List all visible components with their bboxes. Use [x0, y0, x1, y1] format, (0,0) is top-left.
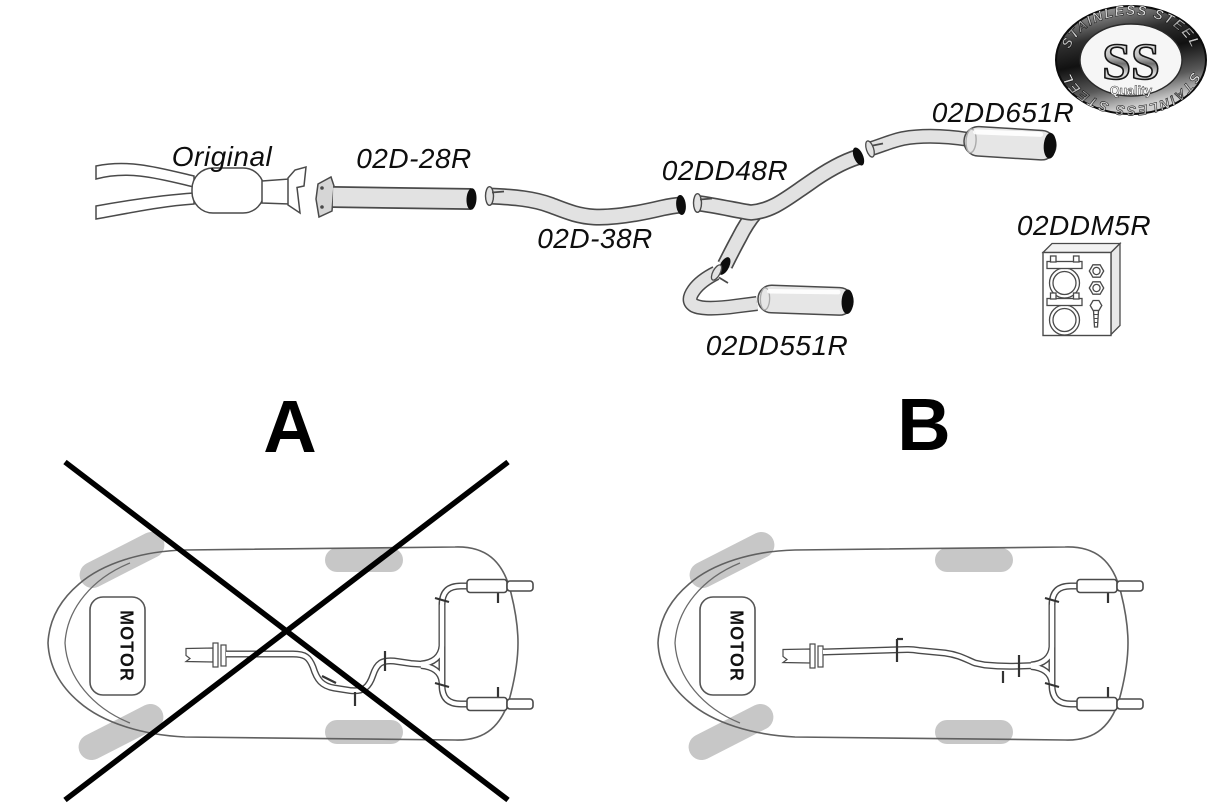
motor-label: MOTOR — [726, 610, 746, 682]
rear-silencer-lower-drawing — [682, 264, 854, 316]
label-mounting-kit: 02DDM5R — [1016, 210, 1152, 241]
front-bumper-line — [64, 562, 131, 724]
car-body-outline — [657, 546, 1129, 741]
original-part-drawing — [95, 162, 307, 220]
pipe-clamp-icon — [1046, 255, 1083, 299]
label-y-pipe: 02DD48R — [661, 155, 789, 186]
nut-icon — [1088, 264, 1105, 278]
stainless-steel-quality-badge: STAINLESS STEEL STAINLESS STEEL SS Quali… — [1055, 3, 1207, 117]
cross-out-x — [63, 459, 510, 803]
label-front-pipe: 02D-28R — [356, 143, 472, 174]
badge-monogram: SS — [1102, 34, 1160, 91]
center-pipe-drawing — [484, 185, 686, 226]
exhaust-routing-b — [781, 578, 1144, 712]
front-bumper-line — [674, 562, 741, 724]
rear-silencer-upper-drawing — [865, 125, 1057, 161]
wheels — [78, 532, 403, 760]
front-pipe-drawing — [315, 175, 477, 219]
exhaust-routing-a — [184, 578, 534, 712]
label-original: Original — [171, 141, 273, 172]
mounting-kit-drawing — [1041, 241, 1122, 337]
variant-a-letter: A — [263, 385, 317, 468]
motor-label: MOTOR — [116, 610, 136, 682]
y-pipe-drawing — [692, 147, 865, 275]
pipe-clamp-icon — [1046, 292, 1083, 336]
car-top-view-b: MOTOR — [657, 532, 1144, 760]
badge-subtitle: Quality — [1110, 84, 1152, 98]
variant-b-letter: B — [897, 383, 951, 466]
label-center-pipe: 02D-38R — [537, 223, 653, 254]
label-rear-silencer-upper: 02DD651R — [931, 97, 1075, 128]
motor-box: MOTOR — [89, 596, 146, 696]
exhaust-parts-drawing — [95, 125, 1122, 337]
car-top-view-a: MOTOR — [47, 532, 534, 760]
nut-icon — [1088, 281, 1105, 295]
bolt-icon — [1089, 299, 1103, 328]
motor-box: MOTOR — [699, 596, 756, 696]
car-body-outline — [47, 546, 519, 741]
label-rear-silencer-lower: 02DD551R — [705, 330, 849, 361]
